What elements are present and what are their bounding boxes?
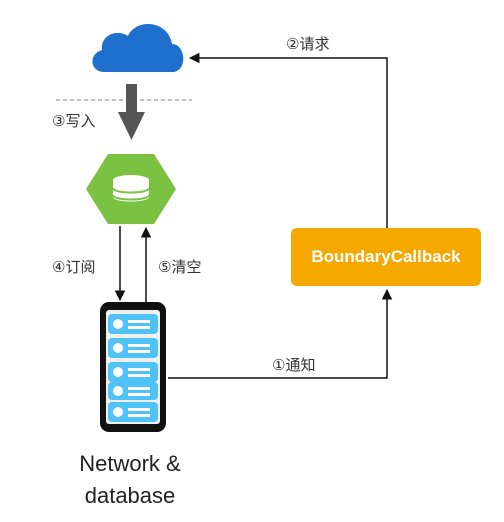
cloud-icon — [92, 24, 184, 73]
boundary-callback-label: BoundaryCallback — [311, 247, 461, 266]
caption-line-1: Network & — [79, 451, 181, 476]
write-label: ③写入 — [52, 112, 96, 130]
server-rack-icon — [100, 302, 166, 432]
caption-line-2: database — [84, 483, 176, 508]
notify-arrow — [168, 288, 393, 379]
boundary-callback-box: BoundaryCallback — [291, 228, 481, 286]
clear-label: ⑤清空 — [158, 258, 202, 276]
write-arrow — [118, 84, 145, 140]
subscribe-label: ④订阅 — [52, 258, 96, 276]
request-label: ②请求 — [286, 35, 330, 53]
request-arrow — [188, 52, 388, 228]
database-hexagon-icon — [86, 154, 176, 224]
notify-label: ①通知 — [272, 356, 316, 374]
